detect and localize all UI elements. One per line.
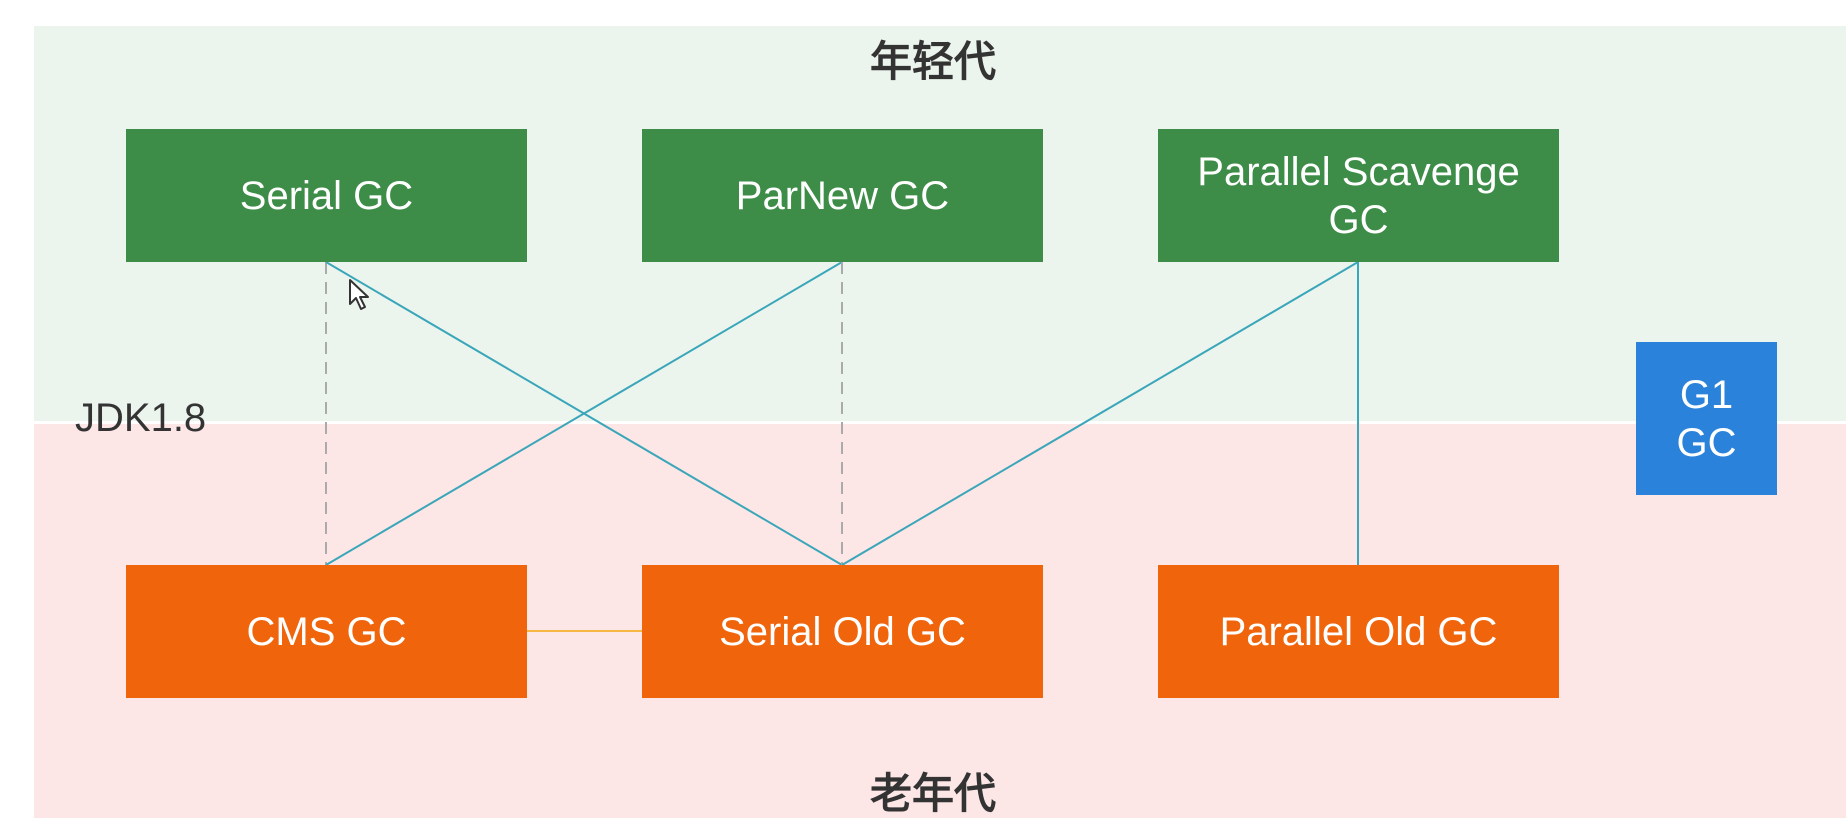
- link-parnew-cms: [325, 261, 843, 566]
- old-generation-title: 老年代: [869, 769, 996, 818]
- link-pscav-serial-old: [841, 261, 1359, 566]
- jdk-version-label: JDK1.8: [75, 396, 207, 440]
- young-generation-title: 年轻代: [869, 37, 996, 86]
- serial-old-gc-box: Serial Old GC: [642, 565, 1043, 698]
- parallel-scavenge-gc-box: Parallel Scavenge GC: [1158, 129, 1559, 262]
- parallel-old-gc-box: Parallel Old GC: [1158, 565, 1559, 698]
- mouse-cursor-icon: [349, 279, 369, 310]
- g1-gc-box: G1 GC: [1636, 342, 1777, 495]
- serial-gc-box: Serial GC: [126, 129, 527, 262]
- parnew-gc-box: ParNew GC: [642, 129, 1043, 262]
- cms-gc-box: CMS GC: [126, 565, 527, 698]
